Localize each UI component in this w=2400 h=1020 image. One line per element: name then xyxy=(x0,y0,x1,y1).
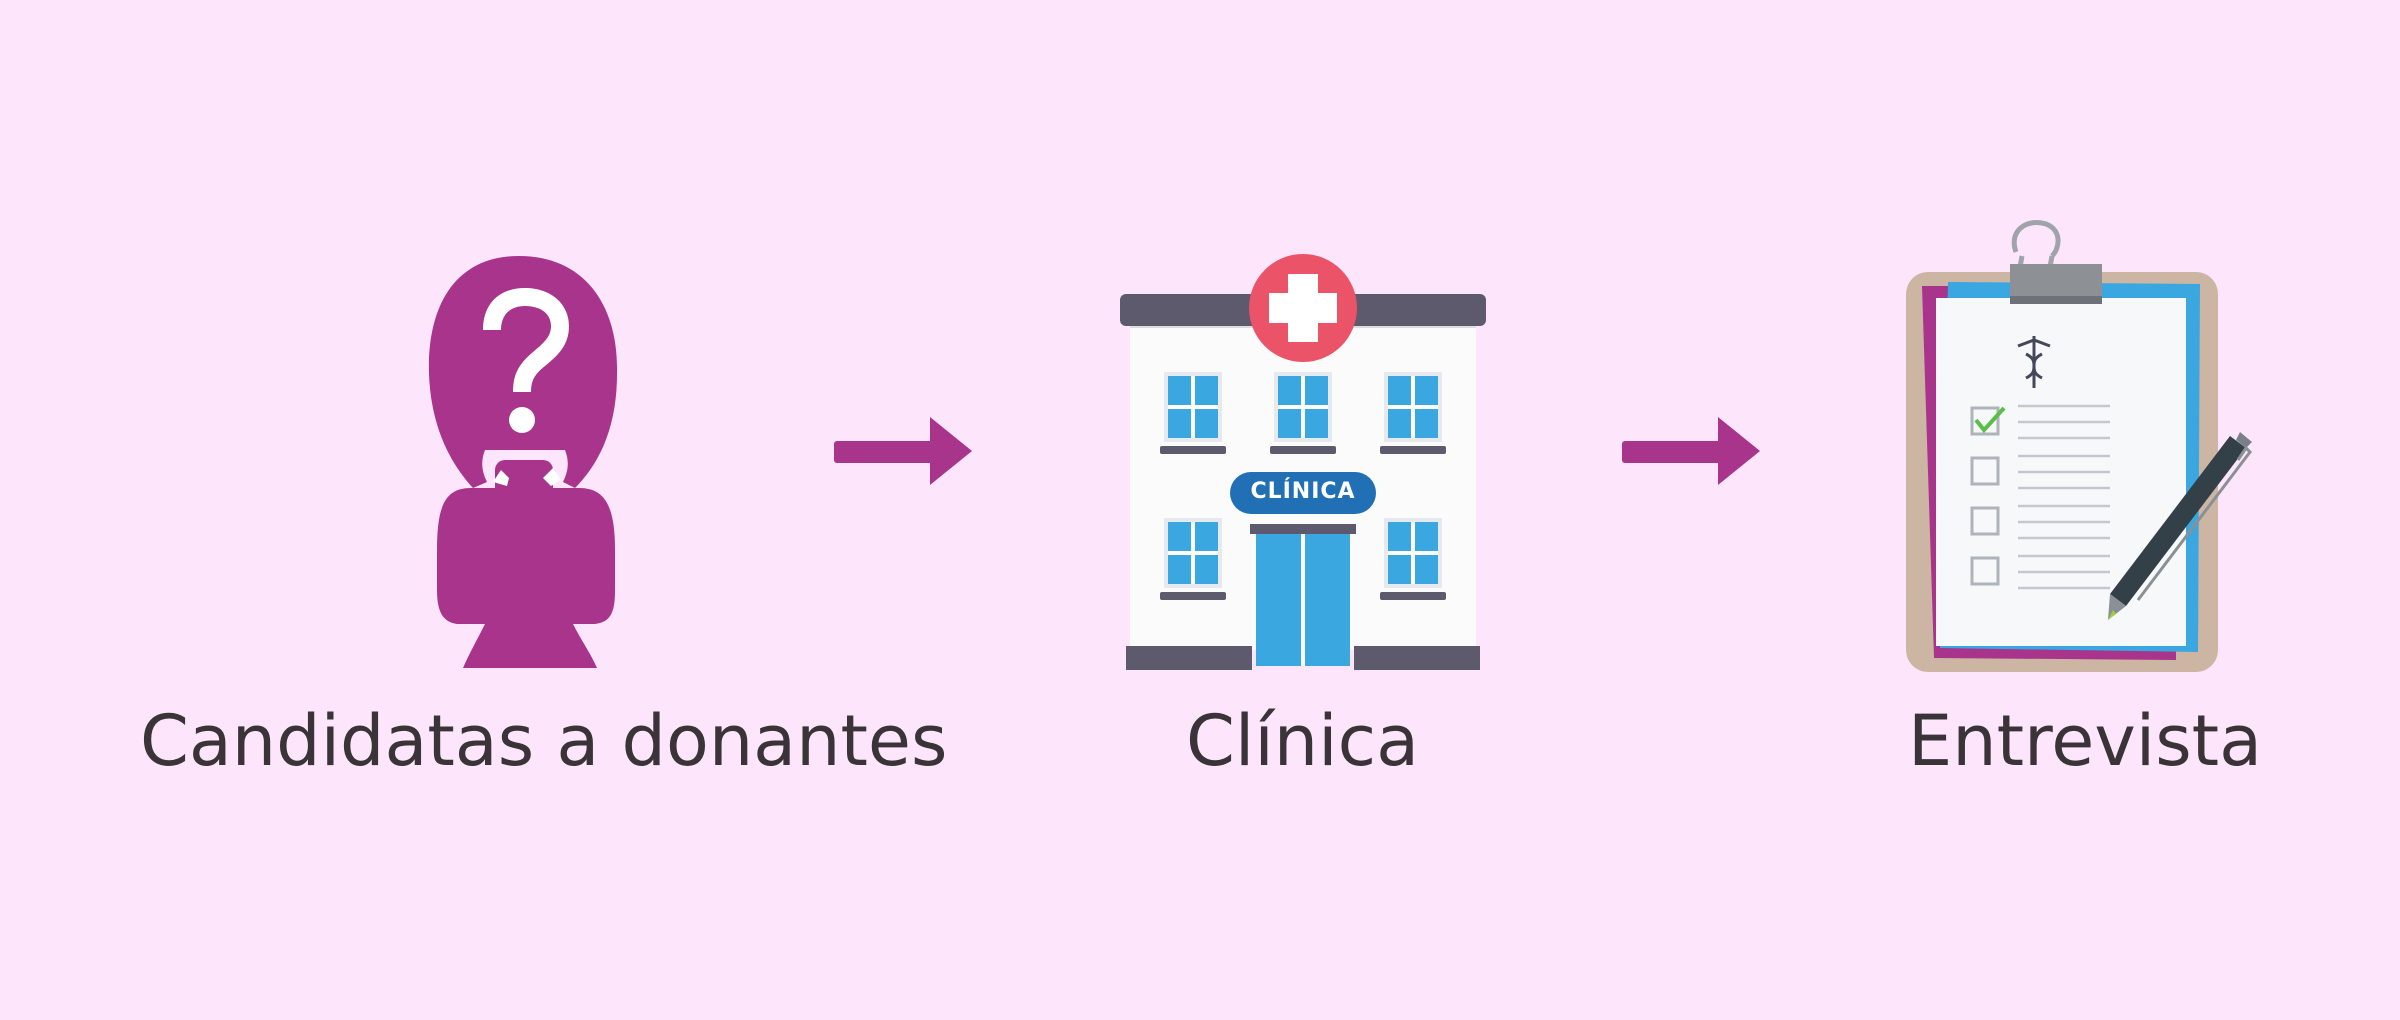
arrow-right-icon xyxy=(834,417,972,485)
step-label: Entrevista xyxy=(1907,700,2263,782)
clinic-sign-label: CLÍNICA xyxy=(1250,479,1356,504)
arrow-right-icon xyxy=(1622,417,1760,485)
clipboard-checklist-icon xyxy=(1906,220,2252,672)
step-label: Candidatas a donantes xyxy=(140,700,948,782)
woman-question-icon xyxy=(428,256,618,668)
clinic-building-icon xyxy=(1120,254,1486,670)
step-label: Clínica xyxy=(1186,700,1419,782)
